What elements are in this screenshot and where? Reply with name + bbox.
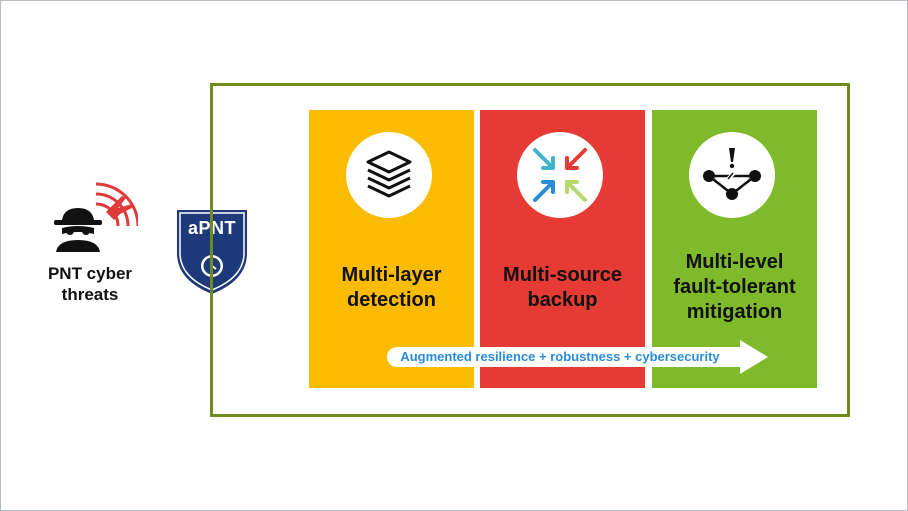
panel-mitigation-line2: fault-tolerant <box>673 276 796 298</box>
hacker-threat-icon <box>48 182 138 252</box>
panel-detection-label: Multi-layer detection <box>309 263 474 313</box>
panel-backup-line1: Multi-source <box>503 264 622 286</box>
threats-label-line2: threats <box>61 285 119 304</box>
resilience-arrow: Augmented resilience + robustness + cybe… <box>380 340 770 374</box>
panel-detection-line1: Multi-layer <box>341 264 442 286</box>
panel-detection-line2: detection <box>347 289 436 311</box>
threats-label: PNT cyber threats <box>30 263 150 305</box>
layers-icon <box>346 132 432 218</box>
panel-detection: Multi-layer detection <box>309 110 474 388</box>
panel-backup-line2: backup <box>527 289 598 311</box>
panel-mitigation-line1: Multi-level <box>685 251 784 273</box>
right-arrow-icon <box>387 340 768 374</box>
panel-mitigation-line3: mitigation <box>686 301 783 323</box>
resilience-arrow-label: Augmented resilience + robustness + cybe… <box>400 349 720 364</box>
panel-backup: Multi-source backup <box>480 110 645 388</box>
panel-mitigation-label: Multi-level fault-tolerant mitigation <box>652 250 817 325</box>
threats-label-line1: PNT cyber <box>47 264 133 283</box>
apnt-frame <box>210 83 850 417</box>
network-alert-icon <box>689 132 775 218</box>
panel-backup-label: Multi-source backup <box>480 263 645 313</box>
converging-arrows-icon <box>517 132 603 218</box>
panel-mitigation: Multi-level fault-tolerant mitigation <box>652 110 817 388</box>
